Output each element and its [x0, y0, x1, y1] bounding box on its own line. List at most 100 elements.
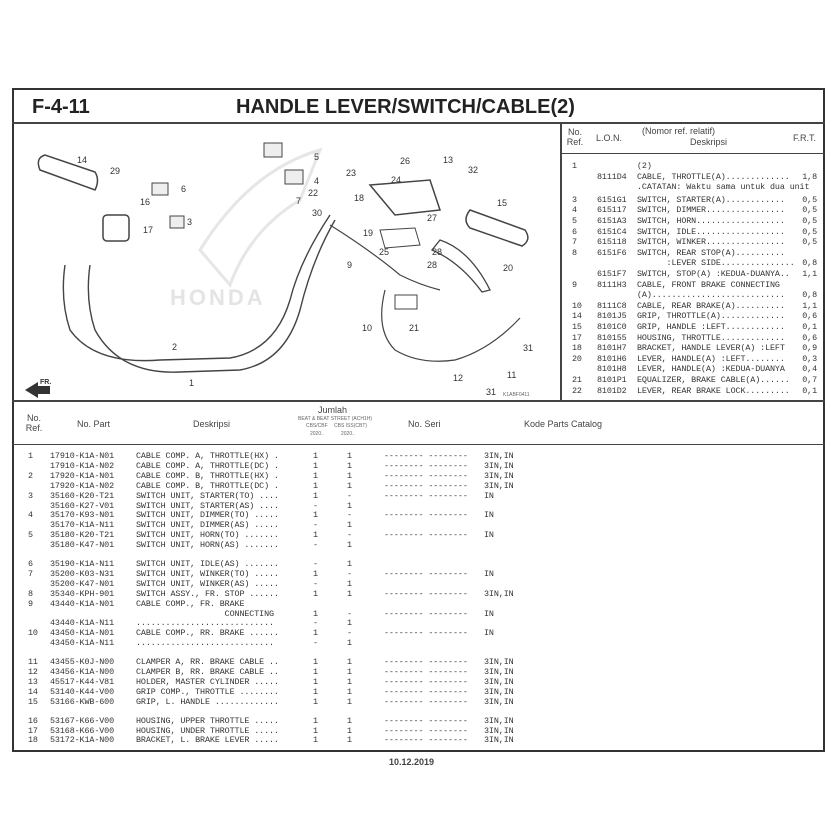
lon-code: 8101H7: [597, 343, 627, 354]
serial-range: -------- --------: [384, 451, 468, 461]
quantity-cbs-iss: 1: [347, 588, 352, 599]
part-description: SWITCH UNIT, HORN(AS) .......: [136, 540, 279, 551]
part-ref-number: 5: [28, 530, 33, 541]
part-ref-number: 18: [28, 735, 38, 746]
frt-value: 0,1: [802, 322, 817, 332]
part-number: 17920-K1A-N01: [50, 470, 115, 481]
ref-description: SWITCH, STOP(A) :KEDUA-DUANYA..: [637, 269, 790, 279]
ref-description: BRACKET, HANDLE LEVER(A) :LEFT: [637, 343, 785, 354]
callout-number: 13: [443, 155, 453, 165]
front-brake-cable: [329, 224, 441, 291]
part-ref-number: 2: [28, 470, 33, 481]
part-description: GRIP COMP., THROTTLE ........: [136, 686, 279, 697]
part-ref-number: 7: [28, 568, 33, 579]
callout-number: 16: [140, 197, 150, 207]
part-description: SWITCH UNIT, IDLE(AS) .......: [136, 559, 279, 569]
ref-number: 5: [572, 216, 577, 226]
quantity-cbs: 1: [313, 588, 318, 599]
callout-number: 32: [468, 165, 478, 175]
part-description: CABLE COMP. B, THROTTLE(HX) .: [136, 470, 279, 481]
serial-range: -------- --------: [384, 480, 468, 491]
quantity-cbs-iss: 1: [347, 578, 352, 589]
part-number: 35160-K27-V01: [50, 500, 115, 511]
throttle-cable-b: [87, 219, 336, 373]
ref-header-divider: [560, 153, 825, 154]
lon-code: 6151A3: [597, 216, 627, 226]
catalog-code: 3IN,IN: [484, 715, 514, 726]
switch-dimmer: [263, 142, 283, 158]
quantity-cbs: 1: [313, 715, 318, 726]
quantity-cbs: 1: [313, 470, 318, 481]
brake-lever: [430, 239, 491, 293]
callout-number: 30: [312, 208, 322, 218]
frt-value: 0,4: [802, 364, 817, 375]
frt-value: 0,1: [802, 385, 817, 396]
callout-number: 6: [181, 184, 186, 194]
callout-number: 28: [427, 260, 437, 270]
catalog-code: 3IN,IN: [484, 667, 514, 677]
frt-value: 1,8: [802, 171, 817, 182]
ref-number: 18: [572, 343, 582, 354]
switch-starter: [151, 182, 169, 196]
figure-code: K1ABF0411: [503, 392, 530, 398]
section-code: F-4-11: [32, 96, 90, 118]
catalog-page-frame: [12, 88, 825, 752]
callout-number: 31: [523, 343, 533, 353]
callout-number: 22: [308, 188, 318, 198]
no-seri-header: No. Seri: [408, 419, 441, 429]
callout-number: 24: [391, 175, 401, 185]
ref-description: SWITCH, REAR STOP(A)..........: [637, 247, 785, 258]
frt-value: 0,6: [802, 332, 817, 343]
part-ref-number: 11: [28, 657, 38, 668]
part-description: BRACKET, L. BRAKE LEVER .....: [136, 735, 279, 746]
part-description: CABLE COMP. B, THROTTLE(DC) .: [136, 480, 279, 491]
part-ref-number: 13: [28, 676, 38, 687]
catalog-code: 3IN,IN: [484, 451, 514, 461]
catalog-code: IN: [484, 608, 494, 619]
lon-code: 8111C8: [597, 300, 627, 311]
part-ref-number: 1: [28, 451, 33, 461]
part-number: 43450-K1A-N01: [50, 628, 115, 639]
serial-range: -------- --------: [384, 510, 468, 521]
quantity-cbs: 1: [313, 667, 318, 677]
part-number: 35190-K1A-N11: [50, 559, 115, 569]
part-description: HOUSING, UNDER THROTTLE .....: [136, 725, 279, 736]
ref-number: 3: [572, 194, 577, 205]
footer-date: 10.12.2019: [389, 757, 435, 767]
quantity-cbs: 1: [313, 676, 318, 687]
quantity-cbs-iss: 1: [347, 638, 352, 649]
part-ref-number: 4: [28, 510, 33, 521]
ref-number: 8: [572, 247, 577, 258]
part-description: SWITCH UNIT, DIMMER(TO) .....: [136, 510, 279, 521]
part-description: SWITCH UNIT, WINKER(AS) .....: [136, 578, 279, 589]
lon-code: 6151F7: [597, 269, 627, 279]
ref-description: SWITCH, HORN..................: [637, 216, 785, 226]
serial-range: -------- --------: [384, 696, 468, 707]
ref-number: 6: [572, 226, 577, 237]
catalog-code: 3IN,IN: [484, 480, 514, 491]
right-grip: [465, 209, 529, 247]
lon-code: 8101P1: [597, 375, 627, 385]
part-description: CONNECTING: [136, 608, 274, 619]
callout-number: 10: [362, 323, 372, 333]
quantity-cbs-iss: -: [347, 530, 352, 541]
ref-description: (2): [637, 161, 652, 171]
callout-number: 31: [486, 387, 496, 397]
ref-description: LEVER, HANDLE(A) :KEDUA-DUANYA: [637, 364, 785, 375]
frt-value: 0,7: [802, 375, 817, 385]
diagram-divider: [560, 122, 562, 401]
part-ref-number: 12: [28, 667, 38, 677]
catalog-code: 3IN,IN: [484, 696, 514, 707]
part-number: 53167-K66-V00: [50, 715, 115, 726]
ref-description: GRIP, HANDLE :LEFT............: [637, 322, 785, 332]
variant1-header: CBS/CBF: [306, 423, 328, 429]
part-number: 43456-K1A-N00: [50, 667, 115, 677]
lon-code: 6151F6: [597, 247, 627, 258]
frt-value: 0,6: [802, 311, 817, 322]
serial-range: -------- --------: [384, 628, 468, 639]
part-number: 17920-K1A-N02: [50, 480, 115, 491]
part-ref-number: 15: [28, 696, 38, 707]
ref-number: 1: [572, 161, 577, 171]
catalog-code: 3IN,IN: [484, 676, 514, 687]
part-number: 53166-KWB-600: [50, 696, 115, 707]
